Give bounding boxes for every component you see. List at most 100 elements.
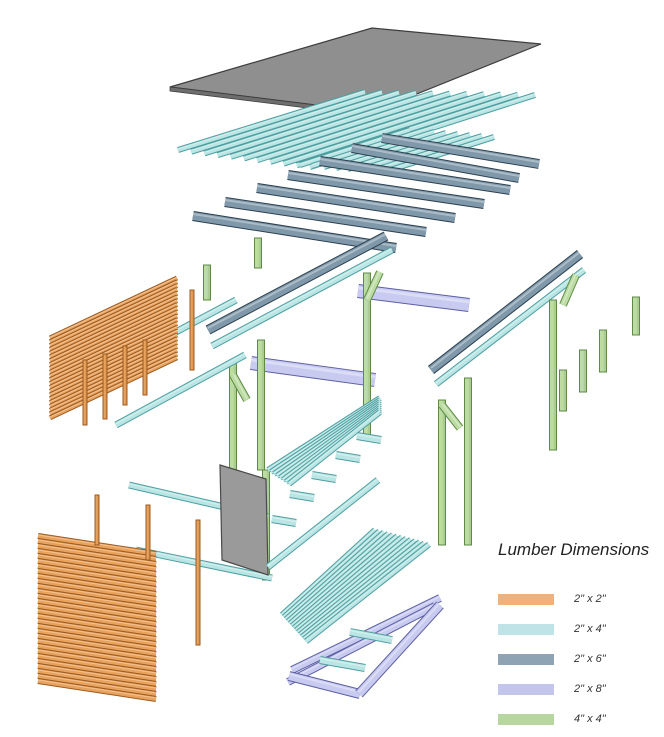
floor-frame-end-left bbox=[287, 671, 362, 699]
slat-left-wall-20 bbox=[48, 347, 179, 413]
roof-purlin-6 bbox=[359, 132, 471, 173]
slat-front-wall-25 bbox=[37, 653, 157, 677]
slat-left-wall-22 bbox=[48, 355, 179, 421]
slat-front-wall-22 bbox=[37, 638, 157, 662]
roof-rafter-9 bbox=[282, 91, 502, 167]
slat-left-wall-16 bbox=[48, 332, 179, 398]
shelf-slat-8 bbox=[287, 409, 382, 487]
legend-label-4x4: 4" x 4" bbox=[574, 713, 606, 725]
post-4x4-13 bbox=[579, 349, 587, 393]
floor-frame-cross-2 bbox=[349, 628, 393, 644]
header-2x8-front bbox=[250, 356, 376, 387]
floor-slat-7 bbox=[292, 534, 404, 631]
slat-left-wall-14 bbox=[48, 325, 179, 390]
top-plate-right-2x4 bbox=[433, 267, 587, 387]
shelf-block-5 bbox=[271, 515, 297, 527]
legend-label-2x8: 2" x 8" bbox=[574, 683, 606, 695]
slat-front-stile-2 bbox=[145, 504, 151, 561]
roof-beams-layer bbox=[192, 133, 540, 253]
legend-item-2x6: 2" x 6" bbox=[494, 644, 659, 674]
post-4x4-7 bbox=[257, 339, 265, 471]
slat-front-wall-21 bbox=[37, 633, 157, 657]
brace-right-y-1 bbox=[438, 402, 464, 431]
roof-rafter-8 bbox=[269, 91, 485, 165]
slat-left-wall-11 bbox=[48, 313, 179, 379]
slat-front-wall-16 bbox=[37, 608, 157, 632]
roof-purlin-8 bbox=[383, 134, 495, 175]
slat-front-stile-1 bbox=[94, 494, 100, 546]
roof-rafter-7 bbox=[256, 90, 468, 164]
roof-rafters-layer bbox=[177, 89, 536, 175]
floor-slat-9 bbox=[296, 537, 413, 635]
slat-front-wall-17 bbox=[37, 613, 157, 637]
slat-left-wall-2 bbox=[48, 279, 179, 345]
floor-slat-12 bbox=[302, 540, 427, 642]
slat-front-wall-20 bbox=[37, 628, 157, 652]
slat-front-wall-28 bbox=[37, 668, 157, 692]
floor-frame-end-right bbox=[355, 601, 444, 698]
lumber-legend: Lumber Dimensions 2" x 2" 2" x 4" 2" x 6… bbox=[494, 540, 659, 734]
top-plate-right-2x6 bbox=[427, 250, 584, 374]
floor-frame-cross-1 bbox=[319, 656, 366, 672]
roof-rafter-3 bbox=[203, 89, 400, 157]
legend-swatch-4x4 bbox=[498, 713, 554, 725]
roof-beam-6 bbox=[351, 143, 520, 183]
slat-front-wall-7 bbox=[37, 563, 157, 587]
post-4x4-10 bbox=[464, 377, 472, 546]
floor-slat-6 bbox=[290, 533, 400, 629]
legend-title: Lumber Dimensions bbox=[498, 540, 650, 559]
post-4x4-12 bbox=[559, 369, 567, 412]
floor-frame-front bbox=[286, 602, 437, 686]
shelf-rail-lower bbox=[265, 477, 381, 570]
brace-far-y-1 bbox=[559, 273, 580, 307]
slat-front-wall-2 bbox=[37, 538, 157, 562]
roof-rafter-1 bbox=[177, 89, 366, 153]
legend-item-4x4: 4" x 4" bbox=[494, 704, 659, 734]
slat-front-wall-18 bbox=[37, 618, 157, 642]
legend-swatch-2x2 bbox=[498, 593, 554, 605]
slat-front-wall-26 bbox=[37, 658, 157, 682]
floor-slat-2 bbox=[281, 528, 382, 620]
slat-left-stile-4 bbox=[142, 339, 148, 396]
slat-left-wall-1 bbox=[48, 275, 179, 341]
post-4x4-2 bbox=[203, 264, 211, 301]
slat-left-stile-5 bbox=[189, 289, 195, 371]
legend-label-2x2: 2" x 2" bbox=[574, 593, 606, 605]
post-4x4-11 bbox=[549, 299, 557, 451]
rail-left-lower bbox=[114, 351, 247, 429]
floor-slat-4 bbox=[286, 531, 391, 624]
slat-front-wall-11 bbox=[37, 583, 157, 607]
roof-rafter-6 bbox=[243, 90, 451, 162]
post-4x4-14 bbox=[599, 329, 607, 373]
slat-left-wall-18 bbox=[48, 340, 179, 405]
shelf-block-3 bbox=[311, 471, 337, 483]
slat-front-wall-10 bbox=[37, 578, 157, 602]
slat-front-wall-14 bbox=[37, 598, 157, 622]
slat-front-wall-30 bbox=[37, 678, 157, 702]
slat-front-wall-3 bbox=[37, 543, 157, 567]
brace-rear-y-1 bbox=[363, 270, 384, 302]
slat-left-stile-3 bbox=[122, 345, 128, 406]
slat-left-wall-17 bbox=[48, 336, 179, 402]
roof-purlin-7 bbox=[371, 133, 483, 174]
slat-front-wall-19 bbox=[37, 623, 157, 647]
roof-beam-3 bbox=[256, 183, 456, 223]
slat-front-wall-5 bbox=[37, 553, 157, 577]
slat-front-wall-9 bbox=[37, 573, 157, 597]
slat-left-wall-9 bbox=[48, 306, 179, 371]
plywood-panel bbox=[219, 464, 269, 576]
slat-left-wall-12 bbox=[48, 317, 179, 383]
floor-slat-8 bbox=[294, 536, 409, 633]
slat-left-wall-13 bbox=[48, 321, 179, 386]
slat-front-wall-4 bbox=[37, 548, 157, 572]
slat-front-wall-29 bbox=[37, 673, 157, 697]
legend-label-2x6: 2" x 6" bbox=[574, 653, 606, 665]
slat-front-wall-6 bbox=[37, 558, 157, 582]
roof-rafter-5 bbox=[229, 90, 434, 160]
shelf-block-2 bbox=[335, 451, 361, 463]
post-4x4-1 bbox=[254, 237, 262, 269]
floor-slat-10 bbox=[298, 538, 418, 638]
slat-left-wall-6 bbox=[48, 294, 179, 360]
slat-left-wall-19 bbox=[48, 344, 179, 409]
